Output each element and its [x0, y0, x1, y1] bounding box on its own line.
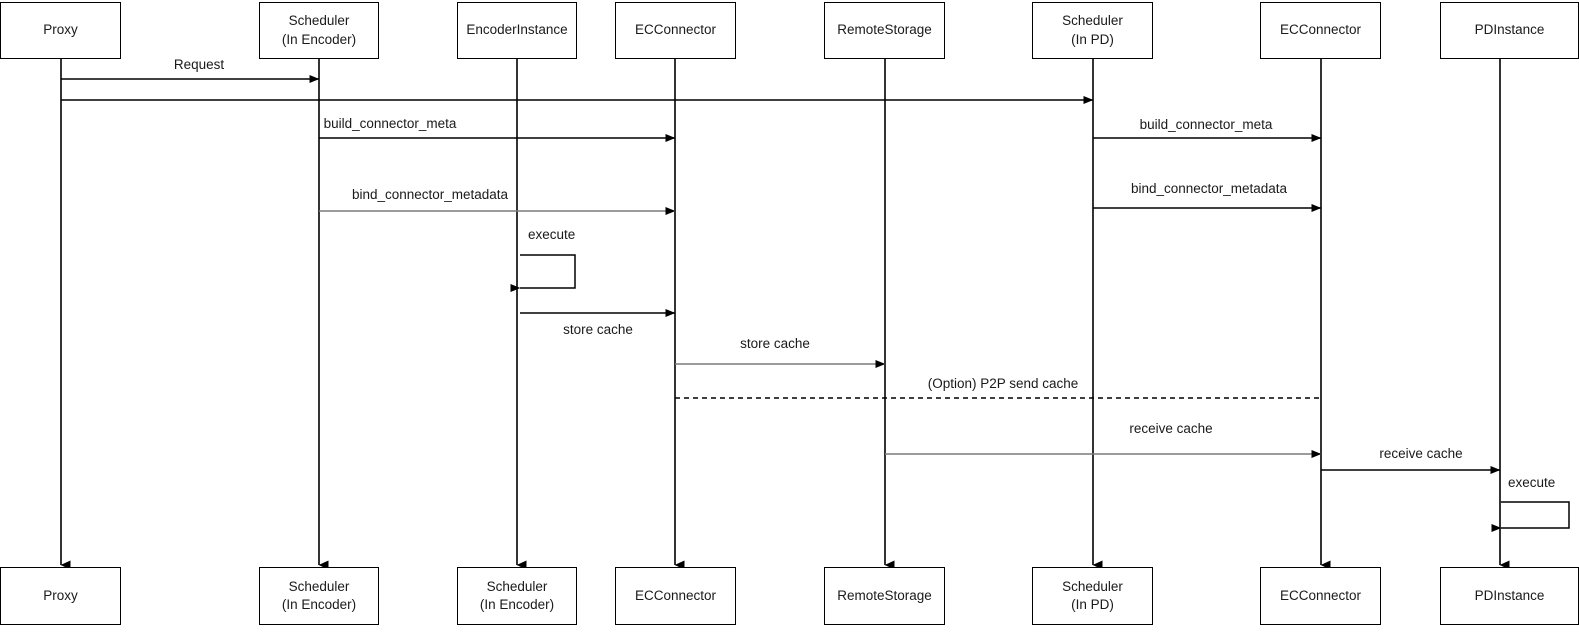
participant-top-remote[interactable]: RemoteStorage [824, 2, 945, 59]
self-messages-group [510, 254, 1570, 532]
participant-top-enc_inst[interactable]: EncoderInstance [457, 2, 577, 59]
participant-bottom-proxy_b[interactable]: Proxy [0, 567, 121, 625]
participant-bottom-sched_enc_b[interactable]: Scheduler (In Encoder) [259, 567, 379, 625]
self-message-path-s1 [510, 254, 576, 292]
lifelines-group [60, 59, 1510, 570]
message-label-m1: Request [173, 57, 225, 72]
participant-bottom-ecc_enc_b[interactable]: ECConnector [615, 567, 736, 625]
message-label-m4: build_connector_meta [1139, 117, 1273, 132]
self-message-path-s2 [1491, 501, 1570, 532]
participant-bottom-sched_enc_c[interactable]: Scheduler (In Encoder) [457, 567, 577, 625]
message-label-m11: receive cache [1379, 446, 1463, 461]
participant-bottom-pd_inst_b[interactable]: PDInstance [1440, 567, 1579, 625]
message-label-m5: bind_connector_metadata [351, 187, 509, 202]
participant-bottom-remote_b[interactable]: RemoteStorage [824, 567, 945, 625]
messages-group [61, 75, 1501, 474]
message-label-m6: bind_connector_metadata [1130, 181, 1288, 196]
participant-top-sched_enc[interactable]: Scheduler (In Encoder) [259, 2, 379, 59]
message-label-m7: store cache [563, 322, 633, 337]
participant-top-sched_pd[interactable]: Scheduler (In PD) [1032, 2, 1153, 59]
participant-bottom-sched_pd_b[interactable]: Scheduler (In PD) [1032, 567, 1153, 625]
self-message-label-s2: execute [1508, 475, 1556, 490]
participant-top-ecc_enc[interactable]: ECConnector [615, 2, 736, 59]
message-label-m3: build_connector_meta [323, 116, 457, 131]
message-label-m10: receive cache [1129, 421, 1213, 436]
message-label-m9: (Option) P2P send cache [927, 376, 1079, 391]
message-label-m8: store cache [740, 336, 810, 351]
participant-top-proxy[interactable]: Proxy [0, 2, 121, 59]
participant-bottom-ecc_pd_b[interactable]: ECConnector [1260, 567, 1381, 625]
participant-top-pd_inst[interactable]: PDInstance [1440, 2, 1579, 59]
participant-top-ecc_pd[interactable]: ECConnector [1260, 2, 1381, 59]
self-message-label-s1: execute [528, 227, 576, 242]
